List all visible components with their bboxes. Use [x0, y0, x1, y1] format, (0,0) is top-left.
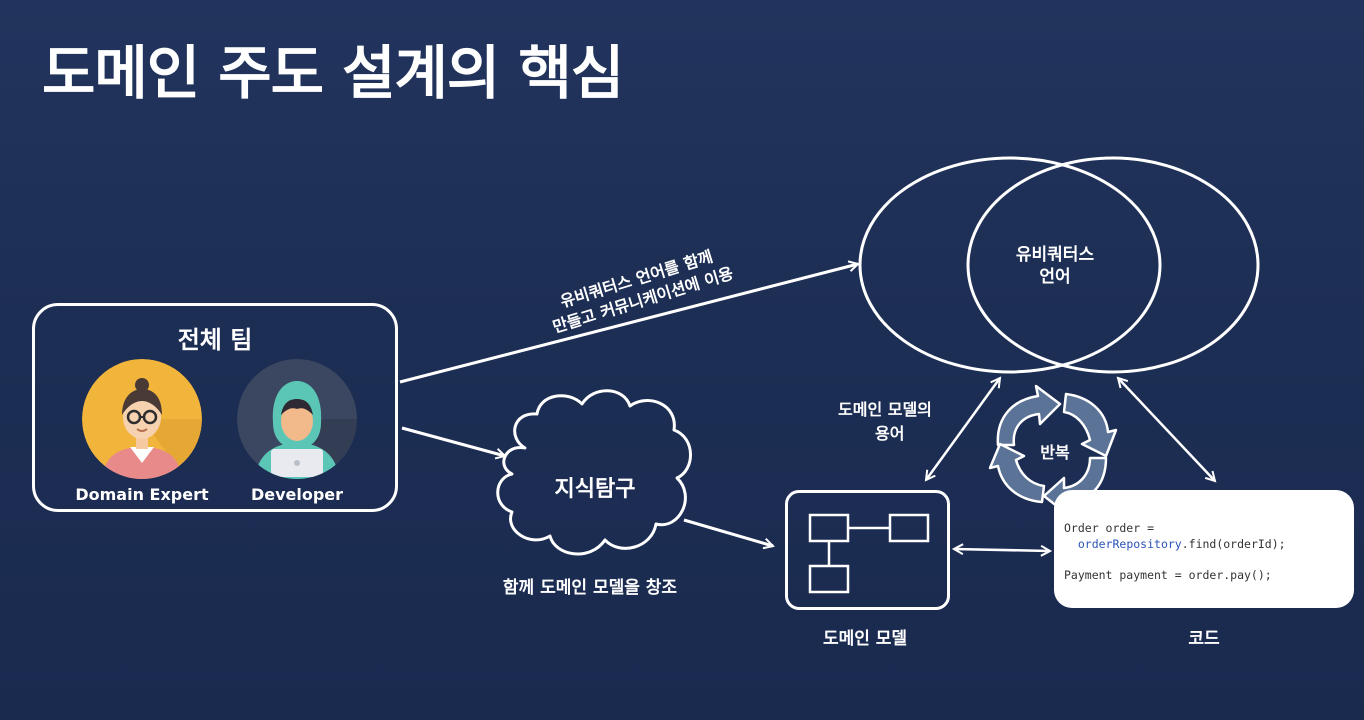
developer-label: Developer	[250, 485, 344, 504]
domain-expert-label: Domain Expert	[75, 485, 209, 504]
domain-model-label: 도메인 모델	[822, 629, 908, 649]
team-title: 전체 팀	[177, 326, 253, 354]
domain-model-circle	[858, 156, 1162, 374]
code-line-1: Order order =	[1064, 521, 1155, 535]
model-terms-line2: 용어	[875, 424, 905, 443]
code-language-arrow	[1118, 378, 1215, 481]
ubiquitous-language-label: 유비쿼터스 언어	[990, 244, 1120, 288]
code-line-2: orderRepository.find(orderId);	[1064, 536, 1354, 552]
code-snippet-box: Order order = orderRepository.find(order…	[1054, 490, 1354, 608]
model-terms-line1: 도메인 모델의	[838, 400, 932, 419]
code-circle	[966, 156, 1260, 374]
page-title: 도메인 주도 설계의 핵심	[42, 39, 624, 107]
knowledge-crunching-label: 지식탐구	[554, 477, 636, 502]
domain-model-box	[785, 490, 950, 610]
code-label: 코드	[1188, 629, 1220, 649]
code-line-3: Payment payment = order.pay();	[1064, 568, 1272, 582]
code-repository-token: orderRepository	[1077, 537, 1182, 551]
domain-model-diagram	[808, 513, 930, 594]
code-blank-line	[1064, 552, 1354, 567]
iteration-label: 반복	[1040, 443, 1070, 462]
knowledge-to-model-arrow	[683, 518, 773, 546]
knowledge-cloud	[496, 389, 692, 556]
team-to-language-arrow	[399, 264, 858, 384]
model-terms-caption: 도메인 모델의 용어	[838, 398, 958, 446]
model-language-arrow	[926, 378, 1000, 480]
domain-expert-avatar-icon	[82, 359, 202, 479]
code-indent	[1064, 537, 1078, 551]
create-model-caption: 함께 도메인 모델을 창조	[502, 578, 678, 598]
team-box: 전체 팀 Domain Expert Dev	[32, 303, 398, 512]
ubiquitous-language-line2: 언어	[1039, 267, 1071, 287]
code-find-call: .find(orderId);	[1181, 537, 1286, 551]
team-to-knowledge-arrow	[401, 426, 505, 456]
developer-avatar-icon	[237, 359, 357, 479]
model-code-arrow	[954, 549, 1050, 551]
ubiquitous-language-line1: 유비쿼터스	[1015, 245, 1095, 265]
